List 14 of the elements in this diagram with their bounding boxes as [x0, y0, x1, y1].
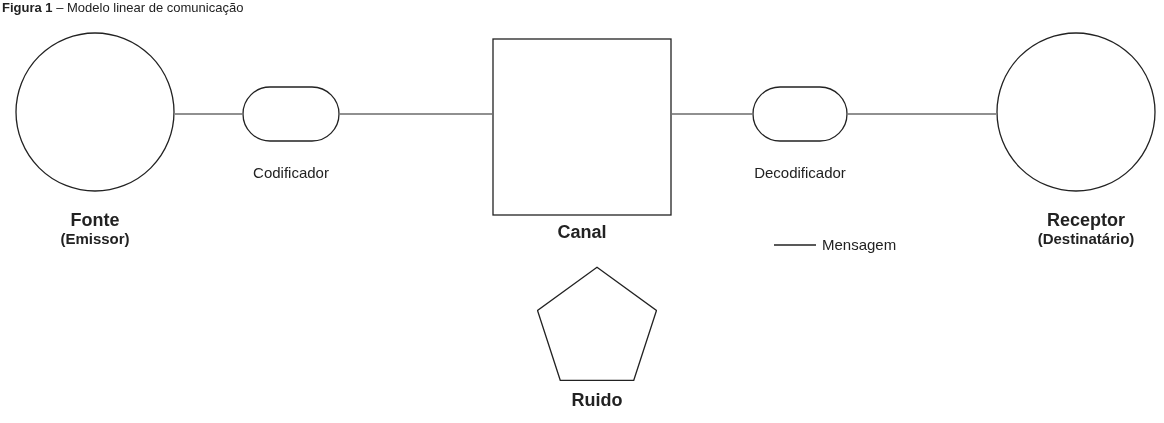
connector-line: [671, 113, 753, 115]
node-label: Receptor: [1047, 210, 1125, 230]
node-label: Codificador: [253, 164, 329, 182]
figure-title: Figura 1 – Modelo linear de comunicação: [2, 0, 244, 15]
connector-line: [847, 113, 997, 115]
node-label: (Emissor): [60, 230, 130, 248]
node-label: Decodificador: [754, 164, 846, 182]
legend-label: Mensagem: [822, 236, 897, 254]
connector-line: [339, 113, 493, 115]
node-label: Fonte: [70, 210, 120, 230]
connector-line: [174, 113, 243, 115]
node-label: Canal: [557, 222, 607, 242]
node-label: (Destinatário): [1037, 230, 1135, 248]
node-label: Ruido: [571, 390, 623, 410]
